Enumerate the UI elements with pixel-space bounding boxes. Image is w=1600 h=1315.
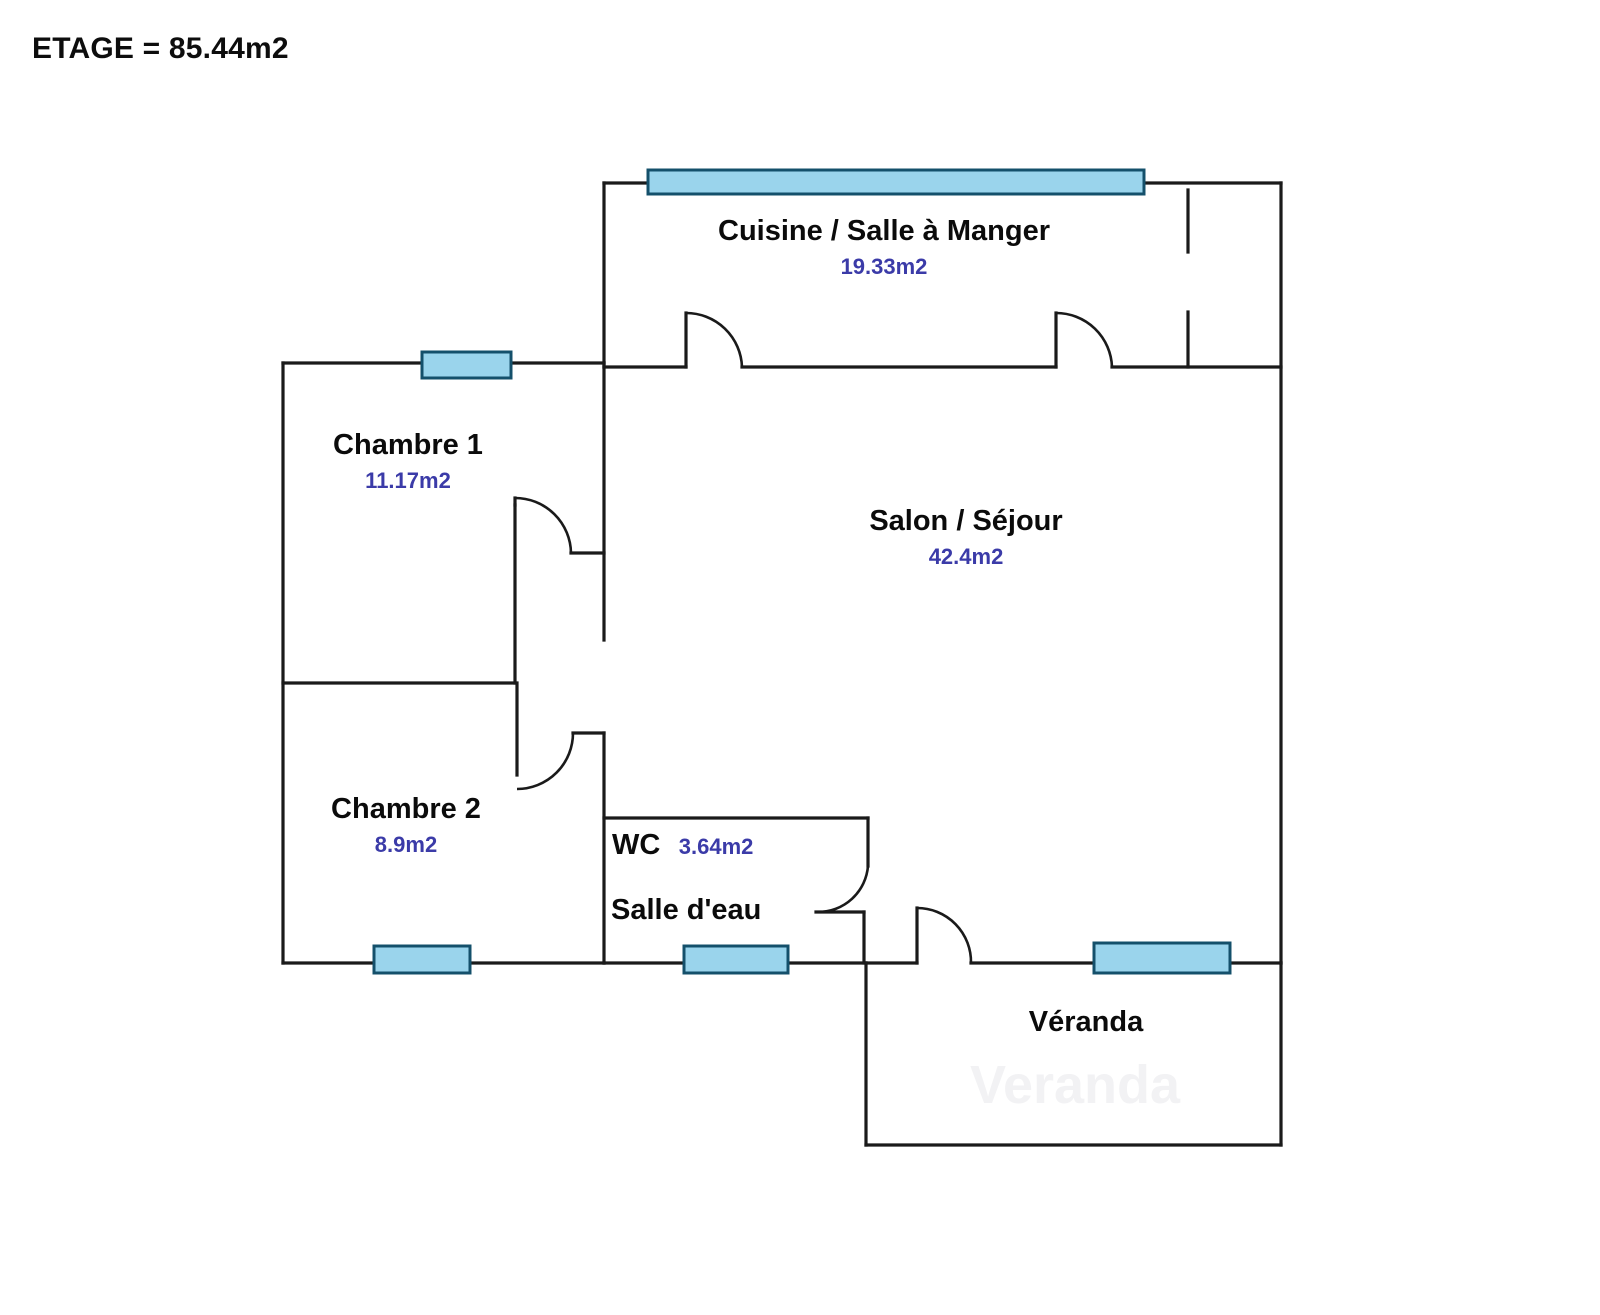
room-area-wc: 3.64m2 — [678, 834, 754, 859]
room-label-wc: WC 3.64m2 — [612, 828, 753, 862]
room-label-chambre2: Chambre 2 8.9m2 — [331, 792, 481, 860]
door-swing-wc — [817, 865, 870, 914]
room-area-salon: 42.4m2 — [928, 544, 1004, 570]
room-area-chambre2: 8.9m2 — [374, 832, 438, 858]
windows-group — [372, 168, 1232, 975]
room-name-chambre2: Chambre 2 — [331, 793, 481, 825]
room-area-cuisine: 19.33m2 — [840, 254, 928, 280]
room-label-salon: Salon / Séjour 42.4m2 — [869, 504, 1062, 572]
window-salledeau-bottom — [682, 944, 790, 975]
room-name-veranda: Véranda — [1028, 1006, 1144, 1038]
door-swing-chambre2 — [516, 732, 575, 791]
room-name-salon: Salon / Séjour — [869, 505, 1063, 537]
window-chambre1-top — [420, 350, 513, 380]
door-swing-cuisine-right — [1055, 311, 1114, 368]
window-cuisine-top — [646, 168, 1146, 196]
room-area-chambre1: 11.17m2 — [365, 468, 451, 494]
room-label-cuisine: Cuisine / Salle à Manger 19.33m2 — [718, 214, 1050, 282]
door-swing-cuisine-left — [685, 311, 744, 368]
door-swing-chambre1 — [514, 496, 573, 554]
room-label-chambre1: Chambre 1 11.17m2 — [333, 428, 483, 496]
window-chambre2-bottom — [372, 944, 472, 975]
room-label-salle-deau: Salle d'eau — [611, 893, 761, 927]
door-swing-veranda — [916, 906, 973, 964]
window-veranda-bottom — [1092, 941, 1232, 975]
room-name-cuisine: Cuisine / Salle à Manger — [718, 215, 1050, 247]
walls-group — [281, 181, 1283, 1147]
room-name-salle-deau: Salle d'eau — [611, 894, 762, 926]
door-swings-group — [514, 311, 1114, 964]
room-name-wc: WC — [612, 829, 661, 861]
page-title: ETAGE = 85.44m2 — [32, 32, 289, 65]
room-label-veranda: Véranda — [1029, 1005, 1143, 1039]
room-name-chambre1: Chambre 1 — [333, 429, 483, 461]
